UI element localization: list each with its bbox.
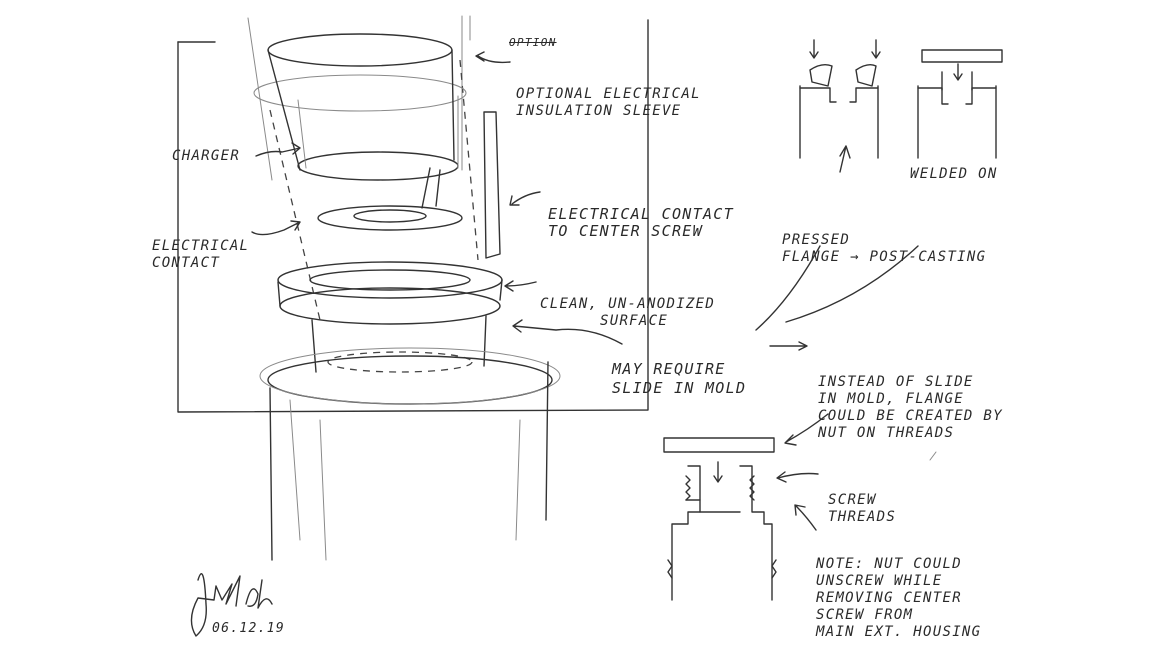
- arrow-to-nut: [784, 413, 829, 446]
- leader-pressed: [755, 245, 821, 331]
- signature: [190, 573, 273, 637]
- pressed-flange-detail: [799, 39, 881, 173]
- tube-dashed-right: [459, 59, 479, 261]
- arrow-slide-to-instead: [769, 341, 808, 351]
- arrow-slide-in-mold: [512, 319, 623, 345]
- label-strike-note: OPTION: [509, 36, 557, 49]
- arrow-insulation-sleeve: [475, 51, 511, 64]
- charger-body: [297, 95, 459, 181]
- neck: [311, 315, 487, 373]
- contact-disk: [317, 167, 463, 231]
- arrow-charger: [255, 142, 301, 157]
- tube-dashed-left: [269, 109, 321, 321]
- lower-housing: [259, 347, 561, 561]
- nut-thread-detail: [663, 437, 819, 601]
- frame-line-left: [177, 19, 649, 413]
- insulation-sleeve: [253, 33, 467, 171]
- arrow-clean-surface: [504, 280, 537, 292]
- arrow-electrical-contact: [251, 220, 301, 236]
- flange-ring: [277, 261, 503, 325]
- label-charger: CHARGER: [172, 148, 241, 164]
- arrow-contact-screw: [509, 191, 541, 206]
- leader-post-casting: [785, 245, 919, 323]
- label-welded-on: WELDED ON: [910, 166, 998, 182]
- welded-flange-detail: [917, 49, 1003, 159]
- label-date: 06.12.19: [212, 621, 286, 636]
- contact-strip: [483, 111, 501, 259]
